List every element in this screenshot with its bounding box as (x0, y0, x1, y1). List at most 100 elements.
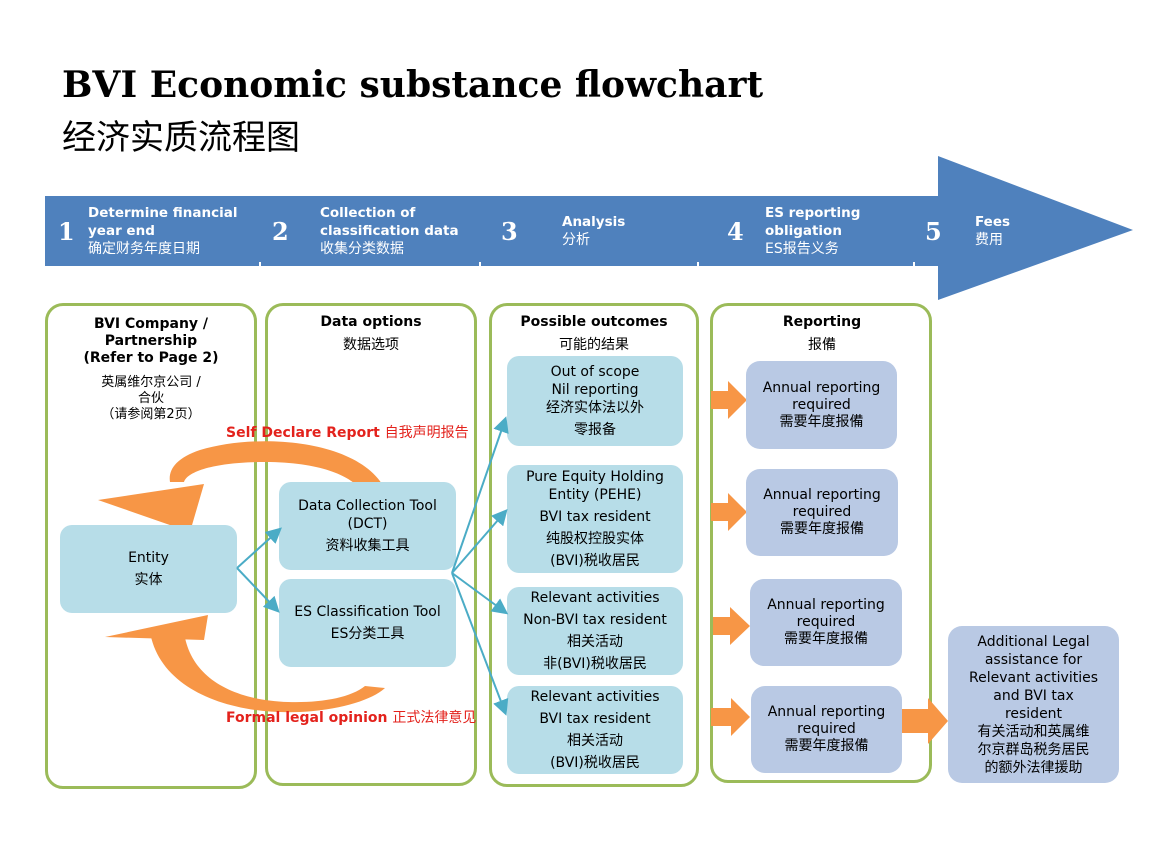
fees-line: Additional Legal (977, 633, 1090, 650)
column-reporting (710, 303, 932, 783)
connector-entity-to-esct (236, 567, 280, 613)
self-declare-label-zh: 自我声明报告 (384, 425, 469, 441)
stage-number: 3 (501, 216, 518, 246)
outcome-line: 非(BVI)税收居民 (543, 656, 647, 672)
formal-opinion-curved-arrow (150, 632, 385, 713)
outcome-relevant-bvi: Relevant activities BVI tax resident 相关活… (507, 686, 683, 774)
arrow-outcome-4-to-report (711, 698, 750, 736)
fees-line-chinese: 尔京群岛税务居民 (977, 741, 1090, 758)
stage-label-chinese: 费用 (975, 232, 1003, 248)
column-company (45, 303, 257, 789)
entity-label: Entity (128, 550, 169, 566)
outcomes-title: Possible outcomes (520, 314, 668, 330)
outcome-relevant-non-bvi: Relevant activities Non-BVI tax resident… (507, 587, 683, 675)
stage-label: classification data (320, 223, 459, 239)
company-header-line: BVI Company / (93, 316, 209, 332)
data-options-title-chinese: 数据选项 (343, 337, 399, 353)
report-line: required (792, 396, 851, 413)
fees-line: Relevant activities (968, 669, 1098, 686)
outcomes-title-chinese: 可能的结果 (559, 337, 629, 353)
outcome-line: 零报备 (574, 422, 616, 438)
outcome-line: Relevant activities (530, 689, 660, 705)
arrow-outcome-1-to-report (711, 381, 747, 419)
reporting-header: Reporting 报備 (722, 314, 922, 354)
outcome-line: 相关活动 (567, 733, 623, 749)
annual-reporting-box-1: Annual reporting required 需要年度报備 (746, 361, 897, 449)
connector-to-pehe (451, 508, 508, 574)
fees-line: resident (1004, 705, 1063, 722)
dct-box: Data Collection Tool (DCT) 资料收集工具 (279, 482, 456, 570)
outcome-out-of-scope: Out of scope Nil reporting 经济实体法以外 零报备 (507, 356, 683, 446)
outcome-pehe: Pure Equity Holding Entity (PEHE) BVI ta… (507, 465, 683, 573)
annual-reporting-box-3: Annual reporting required 需要年度报備 (750, 579, 902, 666)
outcome-line: BVI tax resident (539, 509, 651, 525)
company-header-line: (Refer to Page 2) (83, 350, 219, 366)
report-line: 需要年度报備 (779, 413, 864, 430)
reporting-title: Reporting (782, 314, 862, 330)
esct-label-chinese: ES分类工具 (330, 626, 405, 642)
report-line: Annual reporting (763, 487, 881, 503)
outcomes-header: Possible outcomes 可能的结果 (494, 314, 694, 354)
stage-label-chinese: 分析 (562, 232, 590, 248)
report-line: Annual reporting (767, 704, 886, 720)
outcome-line: Out of scope (550, 364, 640, 380)
formal-opinion-label-zh: 正式法律意见 (392, 710, 477, 726)
entity-box: Entity 实体 (60, 525, 237, 613)
formal-opinion-label: Formal legal opinion 正式法律意见 (226, 707, 476, 727)
report-line: required (797, 721, 856, 737)
company-header: BVI Company / Partnership (Refer to Page… (55, 316, 247, 423)
dct-label: Data Collection Tool (298, 498, 437, 514)
entity-label-chinese: 实体 (134, 572, 163, 588)
report-line: 需要年度报備 (784, 738, 869, 754)
outcome-line: Entity (PEHE) (548, 487, 642, 503)
esct-label: ES Classification Tool (294, 604, 441, 620)
reporting-title-chinese: 报備 (808, 337, 836, 353)
report-line: Annual reporting (762, 379, 881, 396)
arrow-outcome-2-to-report (711, 493, 747, 531)
annual-reporting-box-4: Annual reporting required 需要年度报備 (751, 686, 902, 773)
dct-label: (DCT) (347, 516, 388, 532)
connector-to-relevant-non-bvi (451, 572, 509, 615)
stage-number: 1 (58, 216, 75, 246)
report-line: required (796, 614, 856, 630)
outcome-line: Nil reporting (551, 382, 639, 398)
stage-number: 5 (925, 216, 942, 246)
stage-label: ES reporting (765, 205, 861, 221)
page-title: BVI Economic substance flowchart (62, 64, 764, 106)
additional-legal-assistance-box: Additional Legal assistance for Relevant… (948, 626, 1119, 783)
report-line: Annual reporting (767, 597, 885, 613)
formal-opinion-arrowhead (105, 615, 208, 640)
annual-reporting-box-2: Annual reporting required 需要年度报備 (746, 469, 898, 556)
es-classification-tool-box: ES Classification Tool ES分类工具 (279, 579, 456, 667)
report-line: required (792, 504, 852, 520)
data-options-header: Data options 数据选项 (275, 314, 467, 354)
stage-label: obligation (765, 223, 842, 239)
arrow-outcome-3-to-report (713, 607, 750, 645)
company-header-chinese: 英属维尔京公司 / (101, 375, 201, 390)
report-line: 需要年度报備 (780, 521, 864, 537)
self-declare-label: Self Declare Report 自我声明报告 (226, 422, 469, 442)
outcome-line: 纯股权控股实体 (546, 531, 644, 547)
outcome-line: Relevant activities (530, 590, 660, 606)
self-declare-curved-arrow (169, 441, 385, 489)
connector-entity-to-dct (236, 527, 282, 569)
stage-label-chinese: 确定财务年度日期 (88, 241, 200, 257)
dct-label-chinese: 资料收集工具 (325, 538, 410, 554)
self-declare-label-en: Self Declare Report (226, 425, 380, 441)
outcome-line: BVI tax resident (539, 711, 651, 727)
company-header-chinese: （请参阅第2页） (101, 407, 201, 422)
outcome-line: (BVI)税收居民 (550, 553, 640, 569)
connector-to-relevant-bvi (451, 572, 509, 716)
outcome-line: 相关活动 (567, 634, 623, 650)
company-header-line: Partnership (104, 333, 198, 349)
arrow-report-to-fees (900, 698, 948, 744)
stage-label-chinese: ES报告义务 (765, 241, 839, 257)
fees-line-chinese: 的额外法律援助 (984, 759, 1083, 776)
